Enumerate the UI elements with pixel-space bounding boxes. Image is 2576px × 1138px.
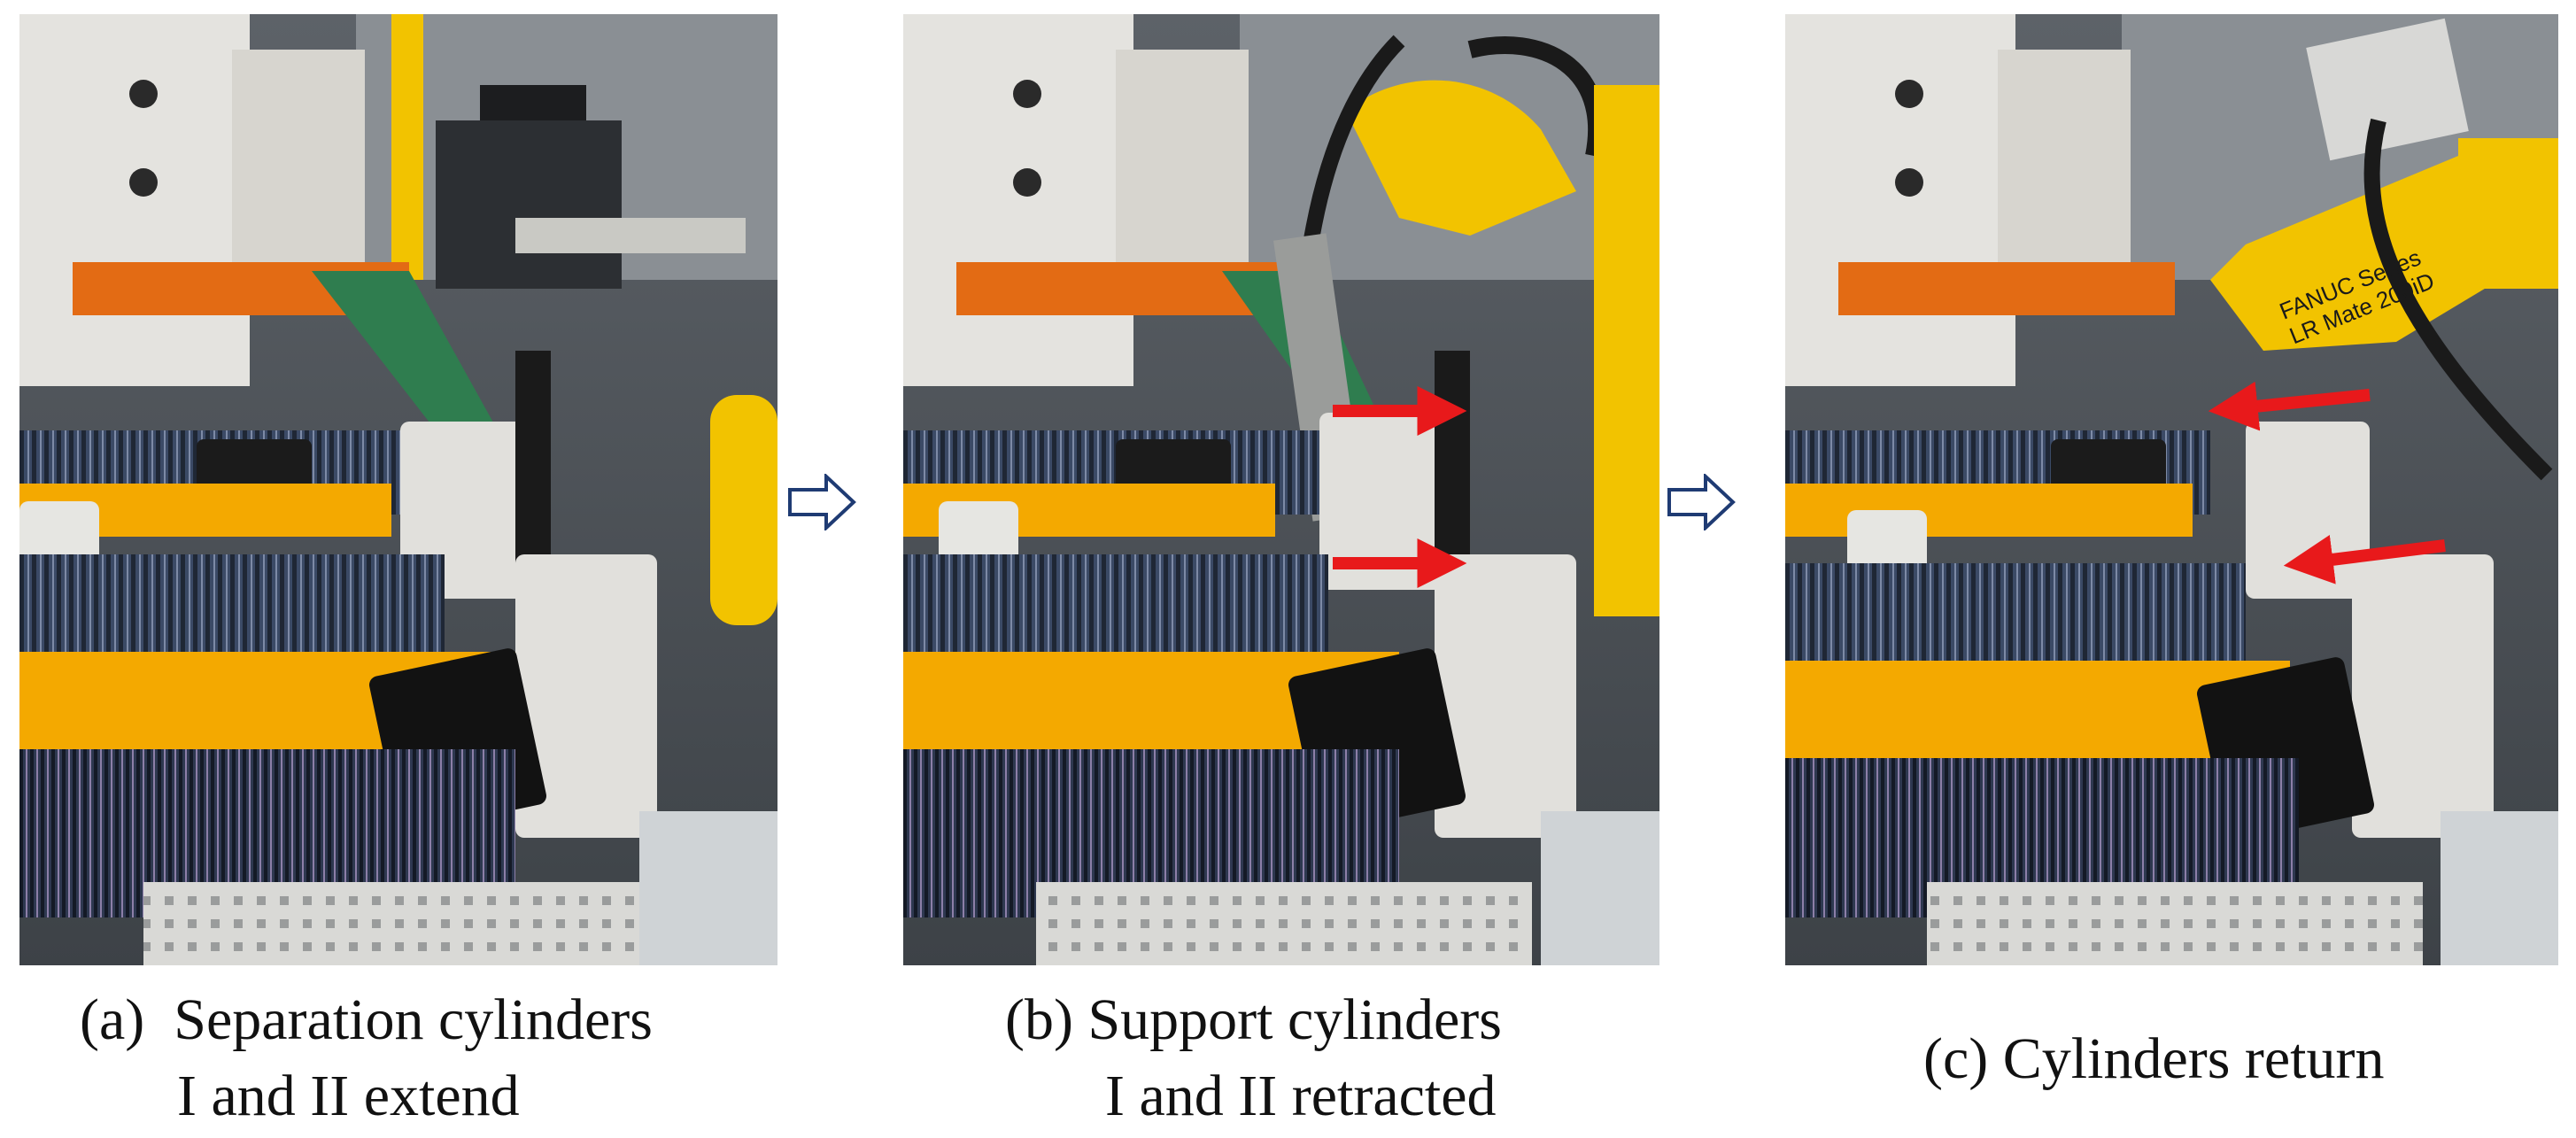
photo-panel-a [19, 14, 777, 965]
flow-arrow-right-icon [1667, 474, 1736, 530]
caption-b-line2: I and II retracted [1105, 1064, 1497, 1128]
indicator-arrow-upper [2208, 381, 2371, 431]
caption-a-line2: I and II extend [177, 1064, 520, 1128]
caption-a-line1: (a) Separation cylinders [80, 987, 653, 1052]
photo-b-scene [903, 14, 1659, 965]
indicator-arrow-lower [2283, 535, 2446, 584]
photo-panel-c: FANUC Series LR Mate 200iD [1785, 14, 2558, 965]
photo-c-scene: FANUC Series LR Mate 200iD [1785, 14, 2558, 965]
caption-c-line1: (c) Cylinders return [1923, 1026, 2385, 1091]
caption-b-line1: (b) Support cylinders [1005, 987, 1502, 1052]
photo-panel-b [903, 14, 1659, 965]
flow-arrow-right-icon [788, 474, 856, 530]
photo-a-scene [19, 14, 777, 965]
